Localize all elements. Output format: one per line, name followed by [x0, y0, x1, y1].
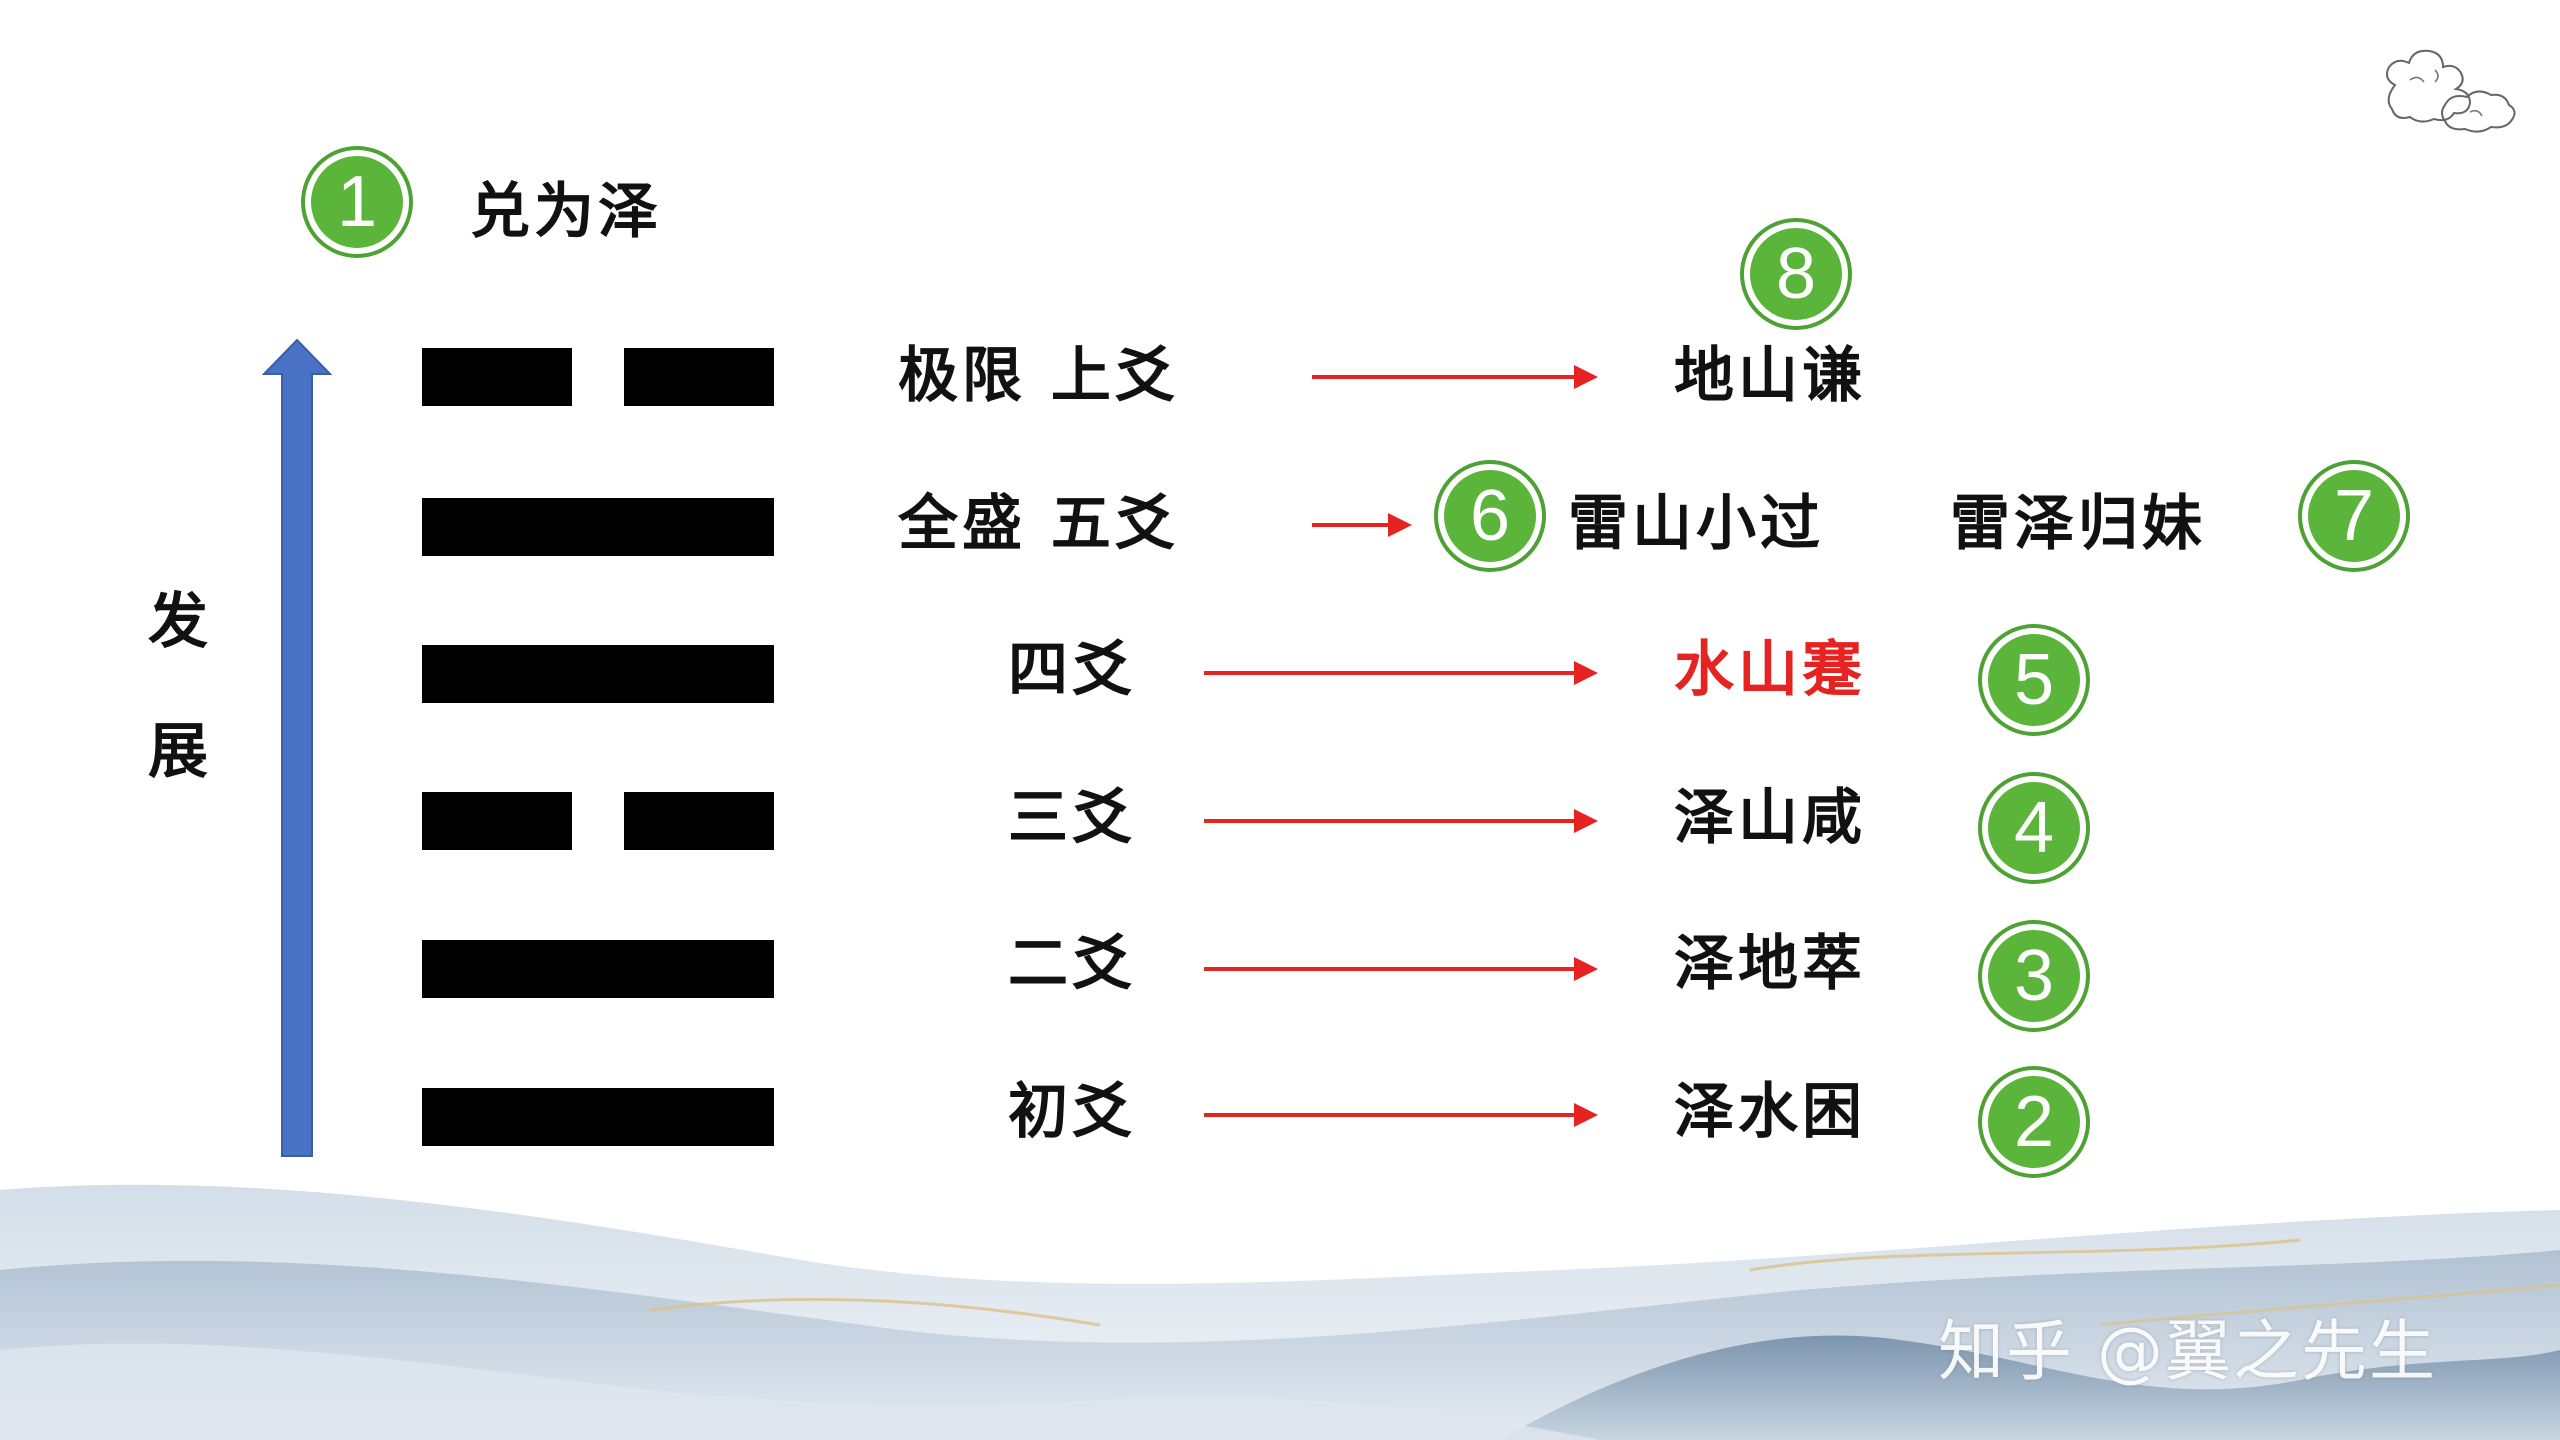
step-badge-5: 5	[1982, 628, 2086, 732]
hexagram-line-3-right	[624, 792, 774, 850]
row-label-fifth-line: 全盛 五爻	[898, 489, 1179, 559]
row-label-third-line: 三爻	[1008, 783, 1136, 853]
arrow-first-line	[1204, 1100, 1598, 1130]
result-hexagram-6: 雷山小过	[1568, 489, 1824, 559]
step-badge-2: 2	[1982, 1070, 2086, 1174]
step-badge-4: 4	[1982, 776, 2086, 880]
arrow-second-line	[1204, 954, 1598, 984]
mountain-landscape-decoration	[0, 1184, 2560, 1440]
row-label-first-line: 初爻	[1008, 1077, 1136, 1147]
step-badge-6: 6	[1438, 464, 1542, 568]
step-badge-7: 7	[2302, 464, 2406, 568]
hexagram-line-2	[422, 940, 774, 998]
step-badge-3: 3	[1982, 924, 2086, 1028]
step-badge-8: 8	[1744, 222, 1848, 326]
hexagram-line-1	[422, 1088, 774, 1146]
hexagram-line-5	[422, 498, 774, 556]
hexagram-line-6-right	[624, 348, 774, 406]
arrow-fifth-line	[1312, 510, 1412, 540]
hexagram-line-4	[422, 645, 774, 703]
hexagram-line-6-left	[422, 348, 572, 406]
result-hexagram-8: 地山谦	[1674, 341, 1866, 411]
arrow-top-line	[1312, 362, 1598, 392]
row-label-fourth-line: 四爻	[1008, 635, 1136, 705]
side-label-char-2: 展	[148, 717, 212, 787]
side-label-char-1: 发	[148, 587, 212, 657]
development-arrow-icon	[262, 338, 332, 1157]
row-label-top-line: 极限 上爻	[898, 341, 1179, 411]
result-hexagram-5-highlight: 水山蹇	[1674, 635, 1866, 705]
result-hexagram-2: 泽水困	[1674, 1077, 1866, 1147]
arrow-third-line	[1204, 806, 1598, 836]
step-badge-1: 1	[305, 150, 409, 254]
watermark: 知乎 @翼之先生	[1938, 1313, 2437, 1390]
hexagram-title: 兑为泽	[470, 177, 662, 247]
row-label-second-line: 二爻	[1008, 929, 1136, 999]
hexagram-line-3-left	[422, 792, 572, 850]
result-hexagram-7: 雷泽归妹	[1950, 489, 2206, 559]
result-hexagram-3: 泽地萃	[1674, 929, 1866, 999]
arrow-fourth-line	[1204, 658, 1598, 688]
cloud-icon	[2386, 49, 2516, 133]
result-hexagram-4: 泽山咸	[1674, 783, 1866, 853]
